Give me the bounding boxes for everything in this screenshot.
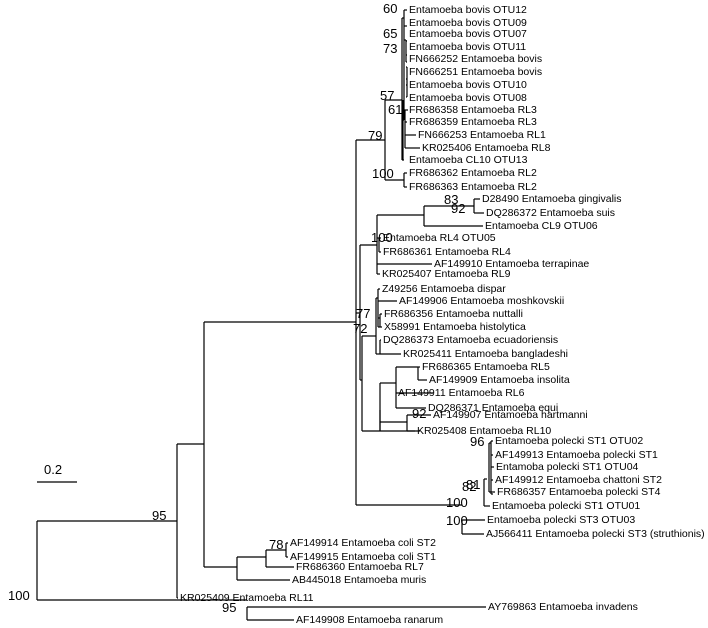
- bootstrap-value: 79: [368, 128, 382, 143]
- bootstrap-value: 82: [462, 479, 476, 494]
- leaf-label: FN666253 Entamoeba RL1: [418, 129, 546, 141]
- leaf-label: Entamoba polecki ST1 OTU04: [496, 461, 639, 473]
- leaf-label: AF149910 Entamoeba terrapinae: [434, 258, 589, 270]
- bootstrap-value: 73: [383, 41, 397, 56]
- leaf-label: Entamoeba polecki ST3 OTU03: [487, 514, 635, 526]
- leaf-label: Entamoeba bovis OTU07: [409, 28, 527, 40]
- leaf-label: AF149915 Entamoeba coli ST1: [290, 551, 436, 563]
- bootstrap-value: 81: [466, 477, 480, 492]
- leaf-label: FN666251 Entamoeba bovis: [409, 66, 542, 78]
- leaf-label: FR686363 Entamoeba RL2: [409, 181, 537, 193]
- scale-bar-label: 0.2: [44, 462, 62, 477]
- scale-bar: 0.2: [37, 462, 77, 483]
- leaf-label: Entamoeba polecki ST1 OTU02: [495, 435, 643, 447]
- bootstrap-labels: 6065735761791008392100777292968182100100…: [8, 1, 484, 615]
- leaf-label: AF149909 Entamoeba insolita: [429, 374, 570, 386]
- tree-branches: [36, 9, 495, 621]
- bootstrap-value: 92: [412, 406, 426, 421]
- leaf-label: Entamoeba bovis OTU09: [409, 17, 527, 29]
- leaf-label: FR686357 Entamoeba polecki ST4: [497, 486, 661, 498]
- leaf-label: AB445018 Entamoeba muris: [292, 574, 426, 586]
- leaf-label: AF149911 Entamoeba RL6: [398, 387, 525, 399]
- bootstrap-value: 96: [470, 434, 484, 449]
- leaf-label: AF149908 Entamoeba ranarum: [296, 614, 443, 626]
- leaf-label: AF149912 Entamoeba chattoni ST2: [495, 474, 662, 486]
- bootstrap-value: 92: [451, 201, 465, 216]
- leaf-label: KR025407 Entamoeba RL9: [382, 268, 511, 280]
- leaf-label: Entamoeba bovis OTU08: [409, 92, 527, 104]
- leaf-label: FR686362 Entamoeba RL2: [409, 167, 537, 179]
- leaf-label: Entamoeba CL10 OTU13: [409, 154, 528, 166]
- leaf-label: Entamoeba CL9 OTU06: [485, 220, 598, 232]
- leaf-label: AF149913 Entamoeba polecki ST1: [495, 449, 658, 461]
- leaf-label: FR686359 Entamoeba RL3: [409, 116, 537, 128]
- leaf-label: FR686356 Entamoeba nuttalli: [384, 308, 523, 320]
- leaf-label: FR686360 Entamoeba RL7: [296, 561, 424, 573]
- leaf-label: Entamoeba bovis OTU12: [409, 4, 527, 16]
- bootstrap-value: 95: [222, 600, 236, 615]
- leaf-label: Z49256 Entamoeba dispar: [382, 283, 506, 295]
- leaf-label: KR025408 Entamoeba RL10: [417, 425, 551, 437]
- leaf-label: Entamoeba bovis OTU10: [409, 79, 527, 91]
- bootstrap-value: 100: [446, 513, 468, 528]
- leaf-label: Entamoeba bovis OTU11: [409, 41, 526, 53]
- leaf-label: D28490 Entamoeba gingivalis: [482, 193, 622, 205]
- bootstrap-value: 100: [446, 495, 468, 510]
- leaf-label: AJ566411 Entamoeba polecki ST3 (struthio…: [486, 528, 705, 540]
- leaf-label: FN666252 Entamoeba bovis: [409, 53, 542, 65]
- leaf-label: FR686361 Entamoeba RL4: [383, 246, 511, 258]
- leaf-label: DQ286372 Entamoeba suis: [486, 207, 615, 219]
- leaf-label: KR025409 Entamoeba RL11: [180, 592, 314, 604]
- bootstrap-value: 100: [371, 230, 393, 245]
- bootstrap-value: 83: [444, 192, 458, 207]
- leaf-label: DQ286373 Entamoeba ecuadoriensis: [383, 334, 558, 346]
- leaf-label: KR025406 Entamoeba RL8: [422, 142, 551, 154]
- bootstrap-value: 57: [380, 88, 394, 103]
- leaf-label: AF149914 Entamoeba coli ST2: [290, 537, 436, 549]
- bootstrap-value: 60: [383, 1, 397, 16]
- leaf-label: KR025411 Entamoeba bangladeshi: [403, 348, 568, 360]
- bootstrap-value: 100: [8, 588, 30, 603]
- leaf-label: AY769863 Entamoeba invadens: [488, 601, 638, 613]
- bootstrap-value: 77: [356, 306, 370, 321]
- leaf-label: X58991 Entamoeba histolytica: [384, 321, 526, 333]
- leaf-label: AF149906 Entamoeba moshkovskii: [399, 295, 564, 307]
- leaf-label: AF149907 Entamoeba hartmanni: [433, 409, 588, 421]
- leaf-label: Entamoeba polecki ST1 OTU01: [492, 500, 640, 512]
- bootstrap-value: 78: [269, 537, 283, 552]
- leaf-label: DQ286371 Entamoeba equi: [428, 402, 558, 414]
- bootstrap-value: 100: [372, 166, 394, 181]
- leaf-label: FR686358 Entamoeba RL3: [409, 104, 537, 116]
- bootstrap-value: 65: [383, 26, 397, 41]
- leaf-label: FR686365 Entamoeba RL5: [422, 361, 550, 373]
- leaf-label: Entamoeba RL4 OTU05: [383, 232, 496, 244]
- bootstrap-value: 95: [152, 508, 166, 523]
- bootstrap-value: 72: [353, 321, 367, 336]
- bootstrap-value: 61: [388, 102, 402, 117]
